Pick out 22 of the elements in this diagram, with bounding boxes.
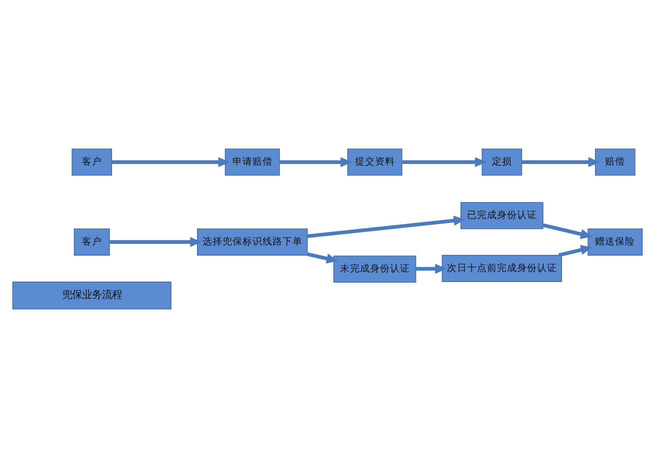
node-box: 未完成身份认证 bbox=[333, 255, 416, 282]
node-box: 提交资料 bbox=[347, 148, 402, 176]
node-box: 选择兜保标识线路下单 bbox=[197, 228, 308, 256]
arrow bbox=[307, 215, 466, 238]
arrow bbox=[110, 236, 202, 247]
node-box: 申请赔偿 bbox=[224, 148, 280, 176]
node-box: 次日十点前完成身份认证 bbox=[442, 254, 562, 282]
arrow bbox=[112, 156, 230, 167]
node-box: 赠送保险 bbox=[588, 228, 643, 256]
node-box: 赔偿 bbox=[595, 148, 636, 176]
arrow bbox=[542, 222, 592, 239]
node-box: 定损 bbox=[482, 148, 522, 176]
arrow bbox=[522, 156, 600, 167]
arrow bbox=[280, 156, 352, 167]
node-box: 客户 bbox=[72, 148, 112, 176]
arrow bbox=[416, 263, 447, 274]
arrow bbox=[402, 156, 487, 167]
arrow bbox=[307, 252, 338, 263]
arrow bbox=[558, 244, 592, 256]
node-box: 客户 bbox=[74, 228, 110, 256]
node-box: 兜保业务流程 bbox=[12, 281, 172, 309]
node-box: 已完成身份认证 bbox=[460, 202, 544, 229]
